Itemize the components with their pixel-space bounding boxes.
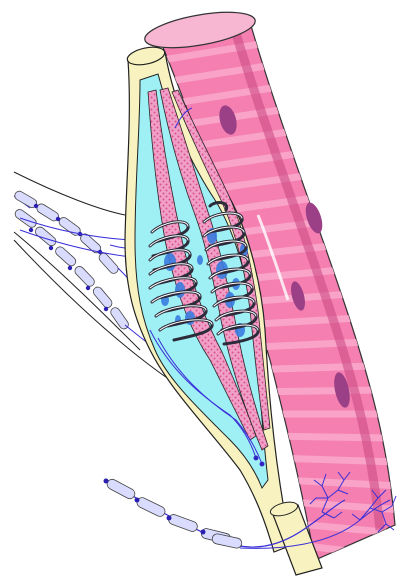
diagram-canvas — [0, 0, 400, 579]
muscle-spindle-diagram — [0, 0, 400, 579]
